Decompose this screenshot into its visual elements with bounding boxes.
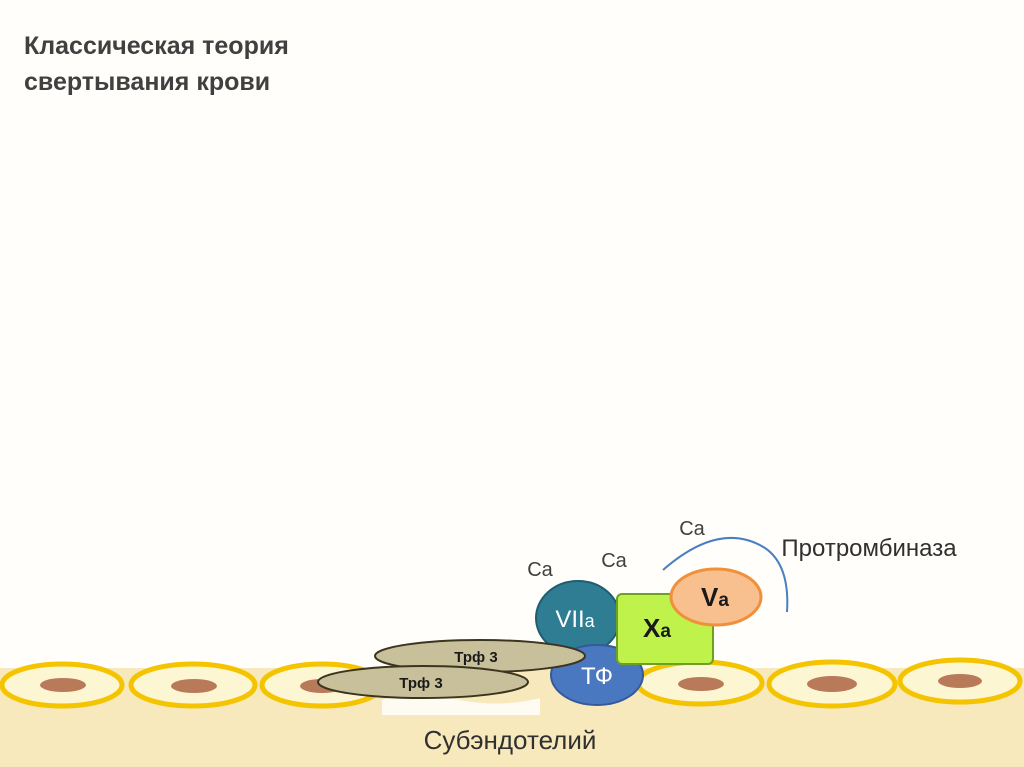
factor-va: Va [669,567,763,627]
trf3-bottom-label: Трф 3 [399,675,442,692]
viia-label-sub: a [585,611,596,631]
calcium-label: Ca [527,559,553,581]
viia-label-main: VII [555,606,584,633]
endothelial-cell [0,661,125,709]
trf3-top-label: Трф 3 [454,649,497,666]
page-title: Классическая теория свертывания крови [24,28,289,100]
svg-text:Xa: Xa [643,613,671,643]
prothrombinase-label: Протромбиназа [781,535,957,562]
va-label-main: V [701,582,719,612]
xa-label-sub: a [660,621,671,642]
svg-text:Va: Va [701,582,729,612]
vessel-injury-gap [382,695,540,715]
svg-text:VIIa: VIIa [555,606,595,633]
endothelial-cell [635,659,765,707]
title-line-2: свертывания крови [24,68,271,96]
calcium-label: Ca [679,518,705,540]
prothrombinase-arc [662,536,789,613]
title-line-1: Классическая теория [24,32,289,60]
calcium-label: Ca [601,550,627,572]
endothelial-cell [766,659,898,709]
endothelial-cell [128,661,258,709]
platelet-factor-3-bottom: Трф 3 [317,665,529,699]
endothelial-cell [897,657,1023,705]
xa-label-main: X [643,613,661,643]
tf-label: ТФ [581,663,613,690]
subendothelium-label: Субэндотелий [424,725,597,755]
va-label-sub: a [718,590,729,611]
